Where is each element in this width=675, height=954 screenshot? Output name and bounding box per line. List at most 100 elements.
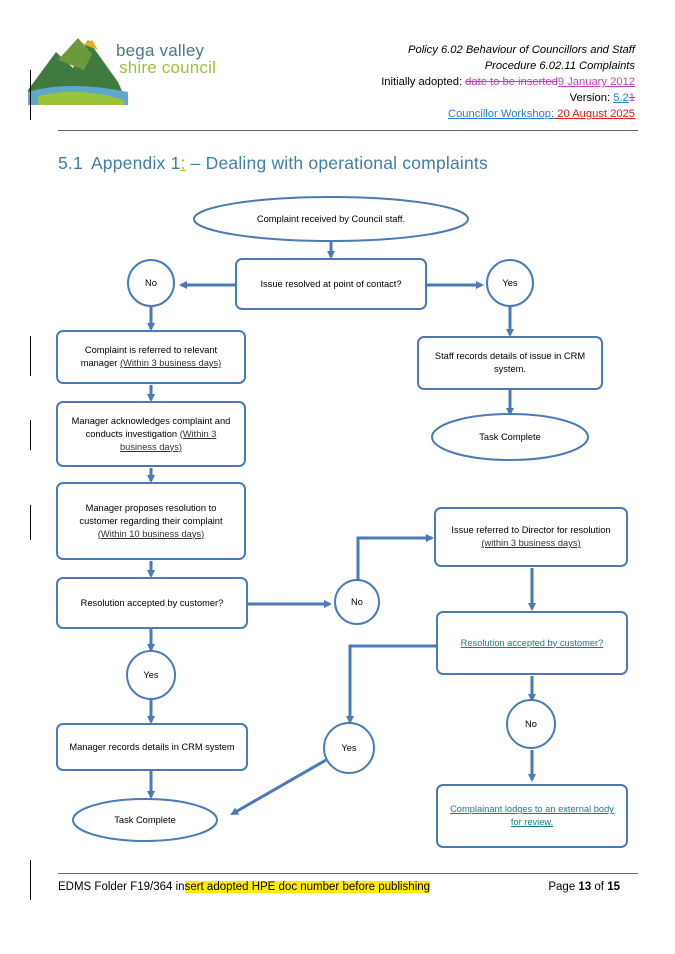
adopted-line: Initially adopted: date to be inserted9 … bbox=[381, 74, 635, 90]
flow-proposes-text: Manager proposes resolution to customer … bbox=[79, 502, 223, 526]
flow-staff-records-text: Staff records details of issue in CRM sy… bbox=[434, 351, 586, 374]
task1-shape bbox=[431, 413, 589, 461]
workshop-date: 20 August 2025 bbox=[554, 108, 635, 120]
accepted2-shape bbox=[436, 611, 628, 675]
flow-yes-2-text: Yes bbox=[143, 669, 159, 680]
flow-task-complete-1: Task Complete bbox=[432, 414, 588, 460]
flow-director: Issue referred to Director for resolutio… bbox=[435, 508, 627, 566]
start-shape bbox=[193, 196, 469, 242]
adopted-deleted-text: date to be inserted bbox=[465, 76, 558, 88]
arrow bbox=[356, 534, 434, 582]
flow-accepted-1-text: Resolution accepted by customer? bbox=[80, 597, 224, 608]
no2-shape bbox=[334, 579, 380, 625]
flow-referred-text: Complaint is referred to relevant manage… bbox=[80, 345, 218, 368]
council-logo: bega valley shire council bbox=[28, 30, 243, 105]
flow-director-text: Issue referred to Director for resolutio… bbox=[451, 525, 611, 535]
flow-yes-2: Yes bbox=[127, 651, 175, 699]
flow-manager-records-text: Manager records details in CRM system bbox=[69, 741, 235, 752]
flow-yes-1: Yes bbox=[487, 260, 533, 306]
flow-resolved-text: Issue resolved at point of contact? bbox=[260, 278, 402, 289]
flow-start: Complaint received by Council staff. bbox=[194, 197, 468, 241]
referred-shape bbox=[56, 330, 246, 384]
procedure-line: Procedure 6.02.11 Complaints bbox=[484, 60, 635, 72]
flow-staff-records: Staff records details of issue in CRM sy… bbox=[418, 337, 602, 389]
flow-acknowledges-time: (Within 3 business days) bbox=[119, 428, 217, 452]
header-rule bbox=[58, 130, 638, 131]
page-of: of bbox=[591, 881, 608, 893]
page-current: 13 bbox=[578, 881, 592, 893]
acknowledges-shape bbox=[56, 401, 246, 467]
flow-yes-3-text: Yes bbox=[341, 742, 357, 753]
footer-rule bbox=[58, 873, 638, 874]
flow-proposes-time: (Within 10 business days) bbox=[97, 528, 205, 539]
external-shape bbox=[436, 784, 628, 848]
no3-shape bbox=[506, 699, 556, 749]
change-bar bbox=[30, 336, 31, 376]
workshop-line: Councillor Workshop: 20 August 2025 bbox=[381, 106, 635, 122]
document-footer: EDMS Folder F19/364 insert adopted HPE d… bbox=[58, 881, 638, 893]
flow-no-1: No bbox=[128, 260, 174, 306]
flow-no-3-text: No bbox=[525, 718, 537, 729]
mountains-logo-icon bbox=[28, 38, 128, 105]
workshop-label: Councillor Workshop: bbox=[448, 108, 555, 120]
section-title-post: – Dealing with operational complaints bbox=[190, 153, 488, 173]
staff-records-shape bbox=[417, 336, 603, 390]
section-heading: 5.1 Appendix 1: – Dealing with operationa… bbox=[58, 153, 488, 174]
arrow bbox=[346, 644, 437, 724]
manager-records-shape bbox=[56, 723, 248, 771]
page-label: Page bbox=[548, 881, 579, 893]
flow-no-2-text: No bbox=[351, 596, 363, 607]
flow-yes-1-text: Yes bbox=[502, 277, 518, 288]
flow-external: Complainant lodges to an external body f… bbox=[437, 785, 627, 847]
flow-referred-time: (Within 3 business days) bbox=[120, 358, 222, 368]
flow-start-text: Complaint received by Council staff. bbox=[256, 213, 406, 224]
version-line: Version: 5.21 bbox=[381, 90, 635, 106]
page-number: Page 13 of 15 bbox=[548, 881, 620, 893]
flow-acknowledges: Manager acknowledges complaint and condu… bbox=[57, 402, 245, 466]
proposes-shape bbox=[56, 482, 246, 560]
flow-task-complete-2-text: Task Complete bbox=[114, 814, 176, 825]
flow-accepted-2: Resolution accepted by customer? bbox=[437, 612, 627, 674]
edms-placeholder: sert adopted HPE doc number before publi… bbox=[184, 881, 431, 893]
yes2-shape bbox=[126, 650, 176, 700]
policy-line: Policy 6.02 Behaviour of Councillors and… bbox=[408, 44, 635, 56]
page-total: 15 bbox=[607, 881, 620, 893]
logo-text: bega valley shire council bbox=[116, 42, 216, 76]
flow-no-3: No bbox=[507, 700, 555, 748]
logo-line-2: shire council bbox=[119, 58, 217, 77]
version-label: Version: bbox=[569, 92, 614, 104]
flow-yes-3: Yes bbox=[324, 723, 374, 773]
flow-no-1-text: No bbox=[145, 277, 157, 288]
flow-task-complete-2: Task Complete bbox=[73, 799, 217, 841]
flow-referred: Complaint is referred to relevant manage… bbox=[57, 331, 245, 383]
resolved-shape bbox=[235, 258, 427, 310]
adopted-label: Initially adopted: bbox=[381, 76, 466, 88]
no1-shape bbox=[127, 259, 175, 307]
flow-proposes: Manager proposes resolution to customer … bbox=[57, 483, 245, 559]
change-bar bbox=[30, 420, 31, 450]
yes1-shape bbox=[486, 259, 534, 307]
edms-folder: EDMS Folder F19/364 in bbox=[58, 881, 185, 893]
director-shape bbox=[434, 507, 628, 567]
section-number: 5.1 bbox=[58, 153, 83, 173]
adopted-inserted-text: 9 January 2012 bbox=[557, 76, 635, 88]
flow-external-text: Complainant lodges to an external body f… bbox=[450, 804, 614, 827]
accepted1-shape bbox=[56, 577, 248, 629]
task2-shape bbox=[72, 798, 218, 842]
flow-resolved-question: Issue resolved at point of contact? bbox=[236, 259, 426, 309]
logo-line-1: bega valley bbox=[116, 41, 205, 60]
change-bar bbox=[30, 70, 31, 120]
version-deleted: 1 bbox=[628, 92, 635, 104]
document-header: Policy 6.02 Behaviour of Councillors and… bbox=[381, 42, 635, 122]
change-bar bbox=[30, 505, 31, 540]
section-title-mark: : bbox=[180, 153, 186, 173]
yes3-shape bbox=[323, 722, 375, 774]
flow-director-time: (within 3 business days) bbox=[481, 538, 581, 548]
flow-accepted-1: Resolution accepted by customer? bbox=[57, 578, 247, 628]
arrow bbox=[230, 758, 327, 816]
flow-task-complete-1-text: Task Complete bbox=[479, 431, 541, 442]
section-title-pre: Appendix 1 bbox=[90, 153, 181, 173]
version-inserted: 5.2 bbox=[613, 92, 629, 104]
flow-manager-records: Manager records details in CRM system bbox=[57, 724, 247, 770]
